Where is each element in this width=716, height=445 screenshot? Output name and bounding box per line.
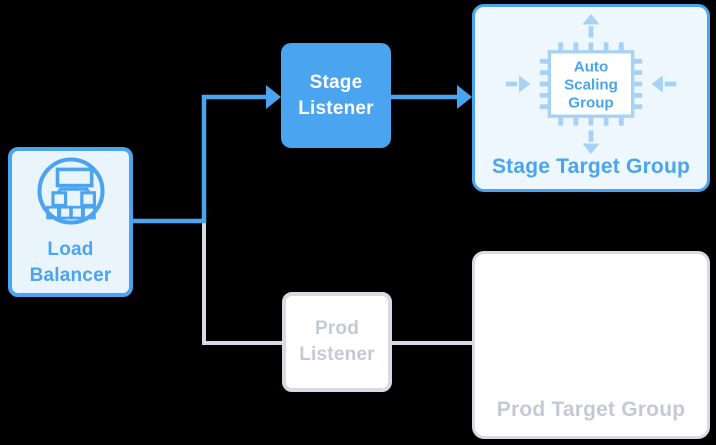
- chip-pins: [539, 42, 643, 126]
- svg-text:Scaling: Scaling: [564, 77, 618, 94]
- arrowhead-into-stage-target-group: [457, 85, 472, 109]
- stage-listener-label: Stage Listener: [298, 70, 374, 121]
- load-balancer-label: Load Balancer: [30, 237, 112, 288]
- stage-listener-node: Stage Listener: [281, 43, 391, 148]
- svg-text:Auto: Auto: [574, 59, 608, 76]
- label-line: Listener: [298, 97, 374, 119]
- prod-target-group-node: Prod Target Group: [472, 251, 710, 439]
- auto-scaling-group-chip-icon: Auto Scaling Group: [505, 13, 677, 155]
- svg-text:Group: Group: [568, 95, 613, 112]
- stage-target-group-node: Auto Scaling Group Stage Target Group: [472, 4, 710, 192]
- load-balancer-node: Load Balancer: [8, 147, 133, 297]
- chip-label: Auto Scaling Group: [564, 59, 618, 112]
- scaling-arrows: [505, 13, 677, 155]
- stage-target-group-title: Stage Target Group: [491, 155, 691, 178]
- connector-lb-to-stage-listener: [133, 94, 266, 224]
- connector-lb-to-prod-listener: [202, 221, 282, 345]
- label-line: Prod: [314, 318, 360, 340]
- prod-listener-label: Prod Listener: [299, 316, 375, 367]
- prod-target-group-title: Prod Target Group: [496, 398, 686, 421]
- load-balancer-icon: [36, 157, 105, 225]
- arrowhead-into-stage-listener: [266, 85, 281, 109]
- prod-listener-node: Prod Listener: [282, 292, 392, 392]
- label-line: Stage: [309, 71, 363, 93]
- label-line: Load: [47, 239, 94, 261]
- label-line: Listener: [299, 344, 375, 365]
- chip-body: [547, 50, 635, 118]
- label-line: Balancer: [29, 265, 112, 286]
